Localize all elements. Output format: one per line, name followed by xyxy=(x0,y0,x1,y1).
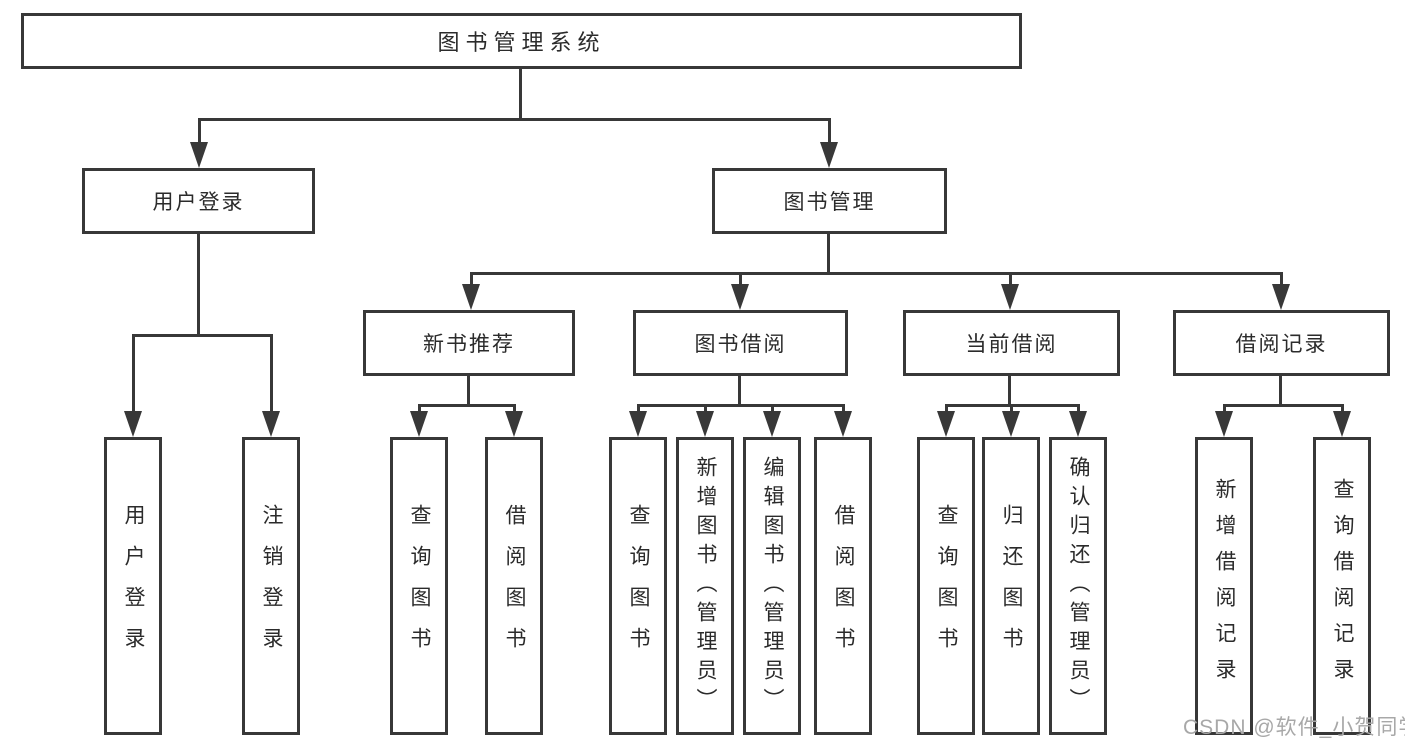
node-book-borrow-label: 图书借阅 xyxy=(694,333,787,356)
arrow-down-icon xyxy=(1272,284,1290,310)
connector-line xyxy=(270,334,273,413)
leaf-query-book-current: 查询图书 xyxy=(917,437,975,735)
connector-line xyxy=(704,404,707,414)
connector-line xyxy=(1009,272,1012,287)
connector-line xyxy=(1010,404,1013,414)
leaf-query-book-borrow: 查询图书 xyxy=(609,437,667,735)
node-current-borrow-label: 当前借阅 xyxy=(965,333,1058,356)
node-current-borrow: 当前借阅 xyxy=(903,310,1120,376)
arrow-down-icon xyxy=(1002,411,1020,437)
node-user-login-label: 用户登录 xyxy=(152,191,245,214)
connector-line xyxy=(1223,404,1226,414)
arrow-down-icon xyxy=(731,284,749,310)
arrow-down-icon xyxy=(820,142,838,168)
node-borrow-records-label: 借阅记录 xyxy=(1235,333,1328,356)
connector-line xyxy=(637,404,844,407)
watermark: CSDN @软件_小贺同学 xyxy=(1183,716,1405,739)
connector-line xyxy=(637,404,640,414)
leaf-edit-book-admin-label: 编辑图书（管理员） xyxy=(761,455,784,717)
arrow-down-icon xyxy=(629,411,647,437)
leaf-borrow-book-recommend: 借阅图书 xyxy=(485,437,543,735)
arrow-down-icon xyxy=(1001,284,1019,310)
arrow-down-icon xyxy=(190,142,208,168)
leaf-logout-label: 注销登录 xyxy=(260,504,283,668)
leaf-confirm-return-admin-label: 确认归还（管理员） xyxy=(1067,455,1090,717)
leaf-edit-book-admin: 编辑图书（管理员） xyxy=(743,437,801,735)
connector-line xyxy=(132,334,273,337)
arrow-down-icon xyxy=(124,411,142,437)
node-root-label: 图书管理系统 xyxy=(437,30,606,55)
connector-line xyxy=(418,404,515,407)
node-borrow-records: 借阅记录 xyxy=(1173,310,1390,376)
arrow-down-icon xyxy=(937,411,955,437)
leaf-query-borrow-record: 查询借阅记录 xyxy=(1313,437,1371,735)
connector-line xyxy=(513,404,516,414)
connector-line xyxy=(738,376,741,407)
connector-line xyxy=(198,118,831,121)
arrow-down-icon xyxy=(1215,411,1233,437)
arrow-down-icon xyxy=(410,411,428,437)
connector-line xyxy=(1341,404,1344,414)
node-book-management: 图书管理 xyxy=(712,168,947,234)
arrow-down-icon xyxy=(1069,411,1087,437)
node-new-book-recommend-label: 新书推荐 xyxy=(423,333,515,356)
connector-line xyxy=(198,118,201,144)
connector-line xyxy=(1280,272,1283,287)
leaf-return-book: 归还图书 xyxy=(982,437,1040,735)
node-new-book-recommend: 新书推荐 xyxy=(363,310,575,376)
connector-line xyxy=(1008,376,1011,407)
connector-line xyxy=(842,404,845,414)
leaf-user-login: 用户登录 xyxy=(104,437,162,735)
connector-line xyxy=(470,272,1282,275)
leaf-confirm-return-admin: 确认归还（管理员） xyxy=(1049,437,1107,735)
connector-line xyxy=(197,232,200,337)
leaf-query-book-current-label: 查询图书 xyxy=(935,504,958,668)
connector-line xyxy=(827,234,830,275)
connector-line xyxy=(1223,404,1343,407)
connector-line xyxy=(467,376,470,407)
arrow-down-icon xyxy=(462,284,480,310)
node-user-login: 用户登录 xyxy=(82,168,315,234)
leaf-add-borrow-record-label: 新增借阅记录 xyxy=(1213,478,1236,694)
connector-line xyxy=(470,272,473,287)
connector-line xyxy=(1279,376,1282,407)
arrow-down-icon xyxy=(696,411,714,437)
leaf-borrow-book-recommend-label: 借阅图书 xyxy=(503,504,526,668)
node-root: 图书管理系统 xyxy=(21,13,1022,69)
node-book-borrow: 图书借阅 xyxy=(633,310,848,376)
leaf-query-book-recommend-label: 查询图书 xyxy=(408,504,431,668)
leaf-logout: 注销登录 xyxy=(242,437,300,735)
connector-line xyxy=(1077,404,1080,414)
leaf-user-login-label: 用户登录 xyxy=(122,504,145,668)
arrow-down-icon xyxy=(505,411,523,437)
leaf-borrow-book: 借阅图书 xyxy=(814,437,872,735)
connector-line xyxy=(771,404,774,414)
connector-line xyxy=(945,404,948,414)
arrow-down-icon xyxy=(1333,411,1351,437)
node-book-management-label: 图书管理 xyxy=(783,191,876,214)
arrow-down-icon xyxy=(262,411,280,437)
connector-line xyxy=(418,404,421,414)
connector-line xyxy=(132,334,135,413)
leaf-query-book-borrow-label: 查询图书 xyxy=(627,504,650,668)
arrow-down-icon xyxy=(763,411,781,437)
leaf-query-book-recommend: 查询图书 xyxy=(390,437,448,735)
leaf-add-borrow-record: 新增借阅记录 xyxy=(1195,437,1253,735)
connector-line xyxy=(739,272,742,287)
leaf-borrow-book-label: 借阅图书 xyxy=(832,504,855,668)
leaf-add-book-admin-label: 新增图书（管理员） xyxy=(694,455,717,717)
connector-line xyxy=(519,66,522,121)
leaf-add-book-admin: 新增图书（管理员） xyxy=(676,437,734,735)
leaf-query-borrow-record-label: 查询借阅记录 xyxy=(1331,478,1354,694)
arrow-down-icon xyxy=(834,411,852,437)
leaf-return-book-label: 归还图书 xyxy=(1000,504,1023,668)
connector-line xyxy=(828,118,831,144)
